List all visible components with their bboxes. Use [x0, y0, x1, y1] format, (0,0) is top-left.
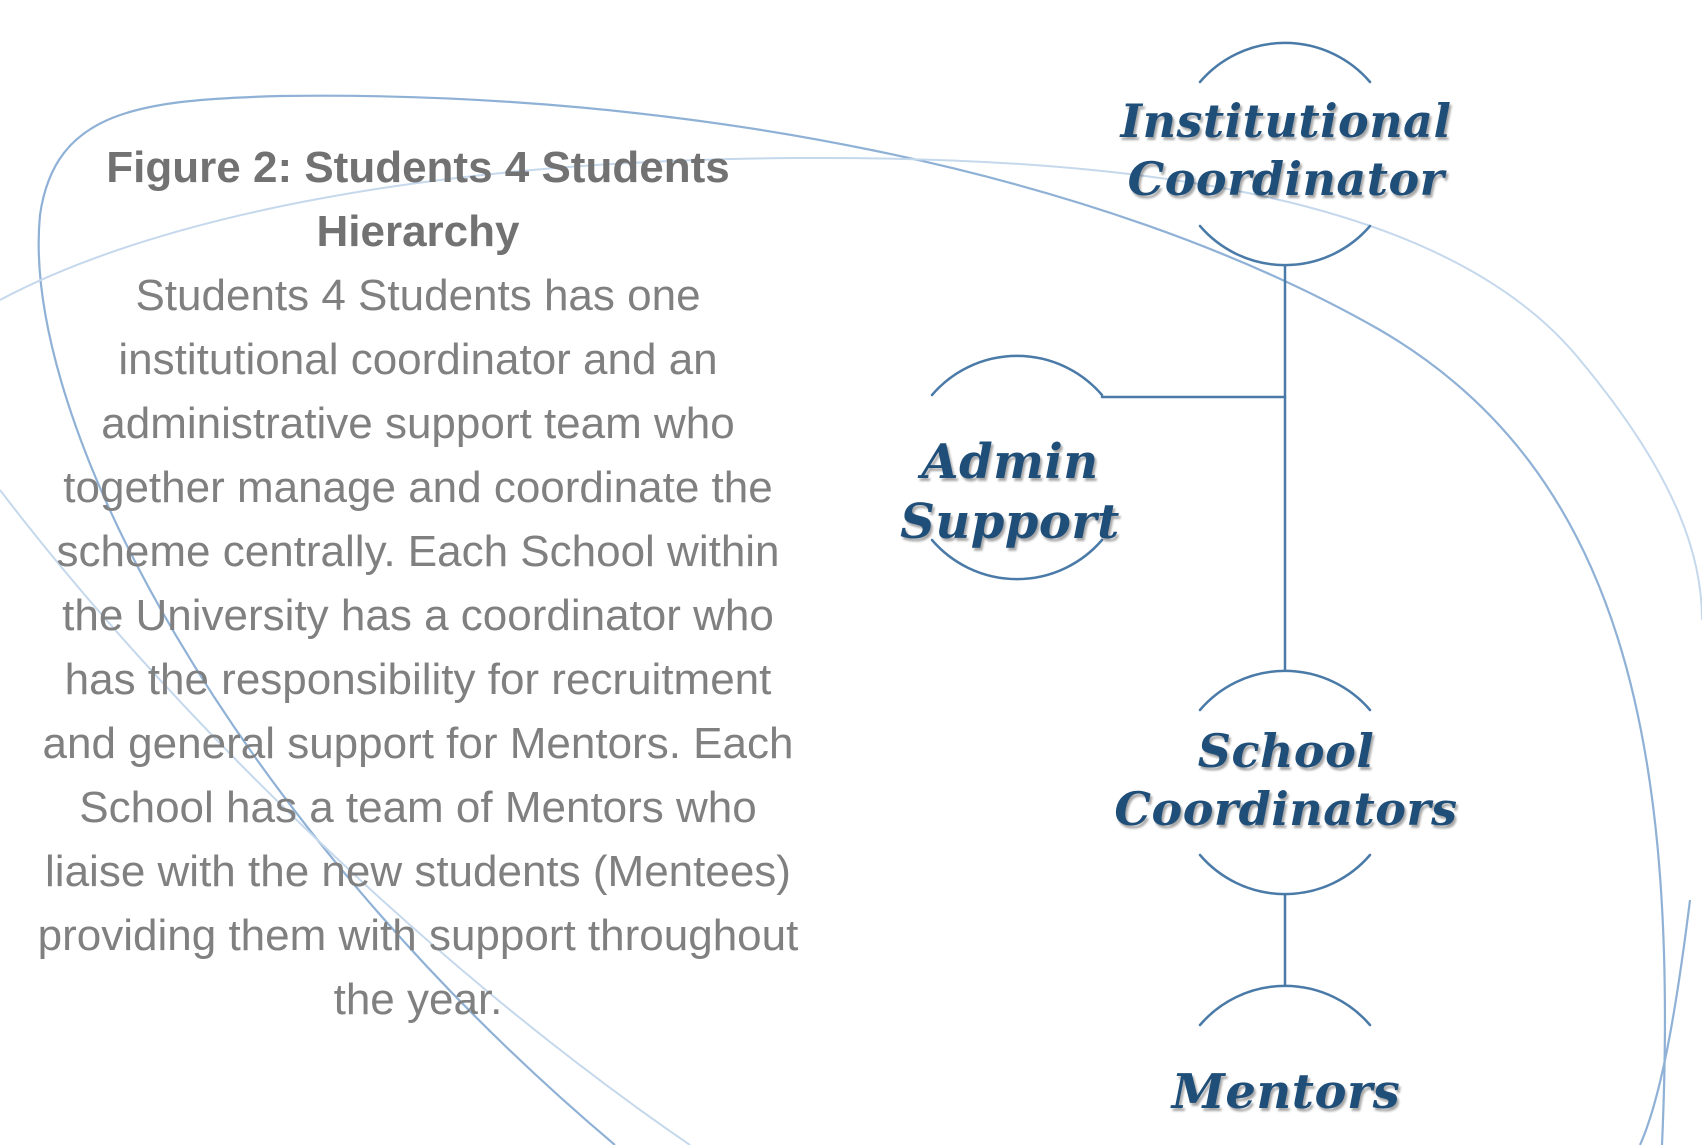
node-mentors: Mentors: [1171, 1064, 1401, 1120]
caption-title: Figure 2: Students 4 Students Hierarchy: [106, 143, 730, 256]
admin-arc-bottom: [930, 538, 1104, 581]
swoosh-tertiary: [0, 489, 691, 1145]
node-admin-support: Admin Support: [900, 434, 1120, 550]
node-institutional-coordinator: Institutional Coordinator: [1120, 94, 1452, 206]
swoosh-secondary: [0, 156, 1702, 621]
admin-arc-top: [930, 354, 1104, 397]
swoosh-right: [1638, 899, 1692, 1145]
mentors-arc-top: [1198, 984, 1372, 1027]
caption-body: Students 4 Students has one institutiona…: [37, 271, 799, 1024]
school-arc-top: [1198, 669, 1372, 712]
figure-caption: Figure 2: Students 4 Students Hierarchy …: [30, 136, 806, 1032]
node-school-coordinators: School Coordinators: [1114, 724, 1458, 836]
institutional-arc-bottom: [1198, 224, 1372, 267]
school-arc-bottom: [1198, 853, 1372, 896]
institutional-arc-top: [1198, 41, 1372, 84]
swoosh-main: [37, 94, 1667, 1145]
